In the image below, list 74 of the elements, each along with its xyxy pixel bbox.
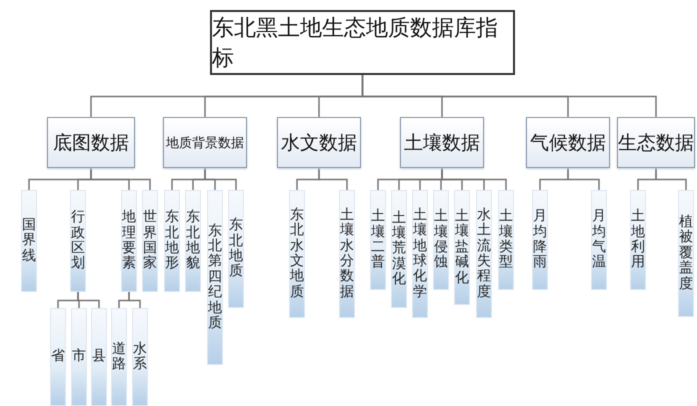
item-box xyxy=(591,190,607,290)
item-box xyxy=(121,190,137,292)
item-box xyxy=(289,190,305,318)
item-label: 土壤地球化学 xyxy=(413,208,427,300)
item-box xyxy=(454,190,470,305)
box-label: 水文数据 xyxy=(281,130,357,156)
item-label: 东北地质 xyxy=(229,218,243,280)
box-label: 气候数据 xyxy=(530,130,606,156)
box-label: 东北黑土地生态地质数据库指标 xyxy=(212,14,499,72)
title-box xyxy=(210,10,515,75)
item-box xyxy=(228,190,244,308)
category-box xyxy=(277,117,361,168)
item-label: 土壤侵蚀 xyxy=(434,209,448,271)
item-label: 行政区划 xyxy=(71,210,85,272)
item-box xyxy=(91,308,107,406)
connector-line xyxy=(77,292,100,308)
item-label: 县 xyxy=(92,349,106,365)
item-label: 土壤类型 xyxy=(499,209,513,271)
item-label: 土壤荒漠化 xyxy=(392,210,406,288)
item-label: 植被覆盖度 xyxy=(679,215,693,292)
item-box xyxy=(70,190,86,292)
box-label: 生态数据 xyxy=(618,130,694,156)
item-box xyxy=(50,308,66,406)
item-label: 土地利用 xyxy=(631,209,645,271)
item-box xyxy=(391,190,407,308)
item-label: 道路 xyxy=(112,342,126,372)
item-box xyxy=(164,190,180,292)
item-box xyxy=(185,190,201,292)
connector-line xyxy=(362,75,657,117)
category-box xyxy=(400,117,484,168)
connector-line xyxy=(90,168,151,190)
item-box xyxy=(71,308,87,406)
connector-line xyxy=(204,168,237,190)
connector-line xyxy=(318,168,348,190)
item-label: 东北地形 xyxy=(165,210,179,272)
item-label: 土壤二普 xyxy=(371,209,385,271)
item-label: 月均气温 xyxy=(592,209,606,271)
box-label: 地质背景数据 xyxy=(166,134,244,152)
item-box xyxy=(476,190,492,318)
item-label: 东北地貌 xyxy=(186,210,200,272)
item-label: 东北第四纪地质 xyxy=(208,224,222,332)
item-box xyxy=(21,190,37,292)
item-label: 水土流失程度 xyxy=(477,208,491,300)
item-box xyxy=(142,190,158,292)
box-label: 土壤数据 xyxy=(404,130,480,156)
item-label: 国界线 xyxy=(22,218,36,264)
item-box xyxy=(370,190,386,290)
item-label: 土壤水分数据 xyxy=(340,208,354,300)
item-label: 世界国家 xyxy=(143,210,157,272)
category-box xyxy=(617,117,695,168)
item-box xyxy=(412,190,428,318)
item-box xyxy=(630,190,646,290)
item-label: 东北水文地质 xyxy=(290,208,304,300)
category-box xyxy=(163,117,247,168)
category-box xyxy=(526,117,610,168)
item-box xyxy=(498,190,514,290)
item-label: 省 xyxy=(51,349,65,365)
connector-line xyxy=(655,168,687,190)
connector-line xyxy=(567,168,600,190)
connector-line xyxy=(128,292,141,308)
item-label: 土壤盐碱化 xyxy=(455,209,469,286)
item-label: 水系 xyxy=(133,342,147,372)
item-box xyxy=(678,190,694,317)
category-box xyxy=(47,117,135,168)
item-label: 月均降雨 xyxy=(533,209,547,271)
item-box xyxy=(207,190,223,365)
box-label: 底图数据 xyxy=(53,130,129,156)
item-box xyxy=(433,190,449,290)
item-label: 市 xyxy=(72,349,86,365)
item-box xyxy=(111,308,127,406)
item-label: 地理要素 xyxy=(122,210,136,272)
item-box xyxy=(532,190,548,290)
item-box xyxy=(339,190,355,318)
item-box xyxy=(132,308,148,406)
